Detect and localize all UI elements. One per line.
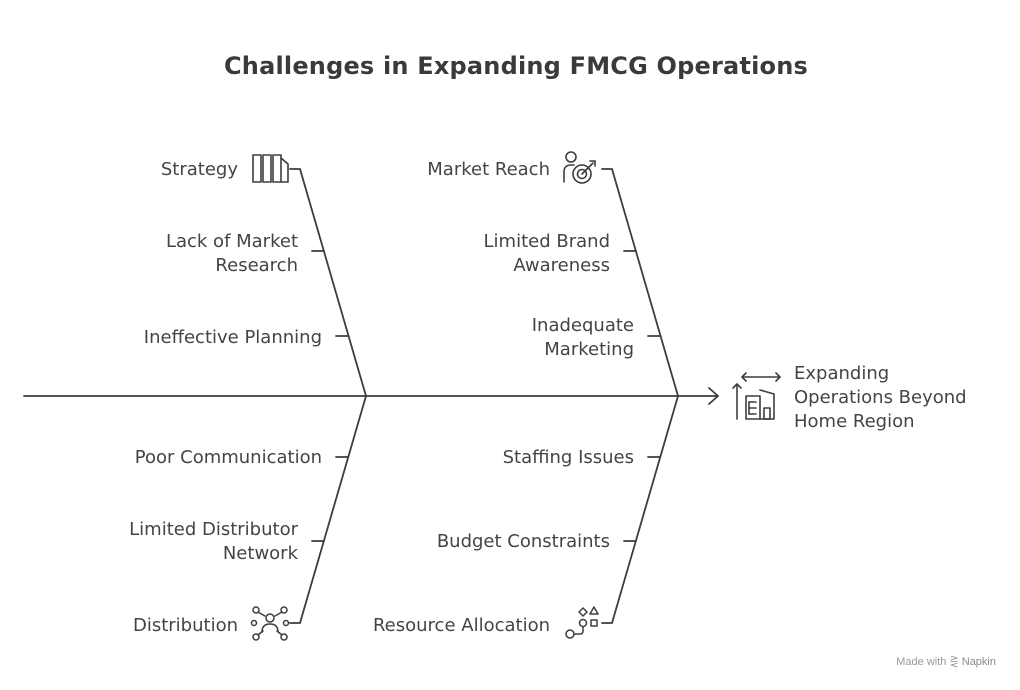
watermark-prefix: Made with bbox=[896, 656, 947, 668]
bone-strategy bbox=[289, 168, 367, 397]
network-people-icon bbox=[250, 606, 290, 641]
bone-market-reach bbox=[601, 168, 679, 397]
cause-lack-of-market-research: Lack of Market Research bbox=[165, 231, 298, 276]
building-expansion-icon bbox=[732, 372, 781, 420]
bone-resource-allocation bbox=[601, 395, 679, 624]
effect-label: Expanding Operations Beyond Home Region bbox=[794, 363, 967, 432]
cause-poor-communication: Poor Communication bbox=[134, 447, 322, 468]
category-label-strategy: Strategy bbox=[160, 159, 238, 180]
watermark-brand: Napkin bbox=[961, 656, 996, 668]
diagram-title: Challenges in Expanding FMCG Operations bbox=[223, 52, 809, 80]
columns-icon bbox=[252, 154, 289, 183]
category-label-resource-allocation: Resource Allocation bbox=[372, 615, 550, 636]
bone-distribution bbox=[289, 395, 367, 624]
cause-staffing-issues: Staffing Issues bbox=[502, 447, 634, 468]
category-label-market-reach: Market Reach bbox=[427, 159, 550, 180]
cause-ineffective-planning: Ineffective Planning bbox=[143, 327, 322, 348]
spine-arrowhead bbox=[708, 387, 719, 405]
target-person-icon bbox=[563, 151, 596, 184]
napkin-logo-icon: ⋛ bbox=[949, 656, 959, 668]
cause-inadequate-marketing: Inadequate Marketing bbox=[531, 315, 634, 360]
cause-limited-distributor-network: Limited Distributor Network bbox=[129, 519, 298, 564]
category-label-distribution: Distribution bbox=[132, 615, 238, 636]
cause-limited-brand-awareness: Limited Brand Awareness bbox=[483, 231, 610, 276]
napkin-watermark[interactable]: Made with ⋛ Napkin bbox=[896, 655, 996, 668]
cause-budget-constraints: Budget Constraints bbox=[436, 531, 610, 552]
shapes-allocation-icon bbox=[565, 606, 599, 639]
